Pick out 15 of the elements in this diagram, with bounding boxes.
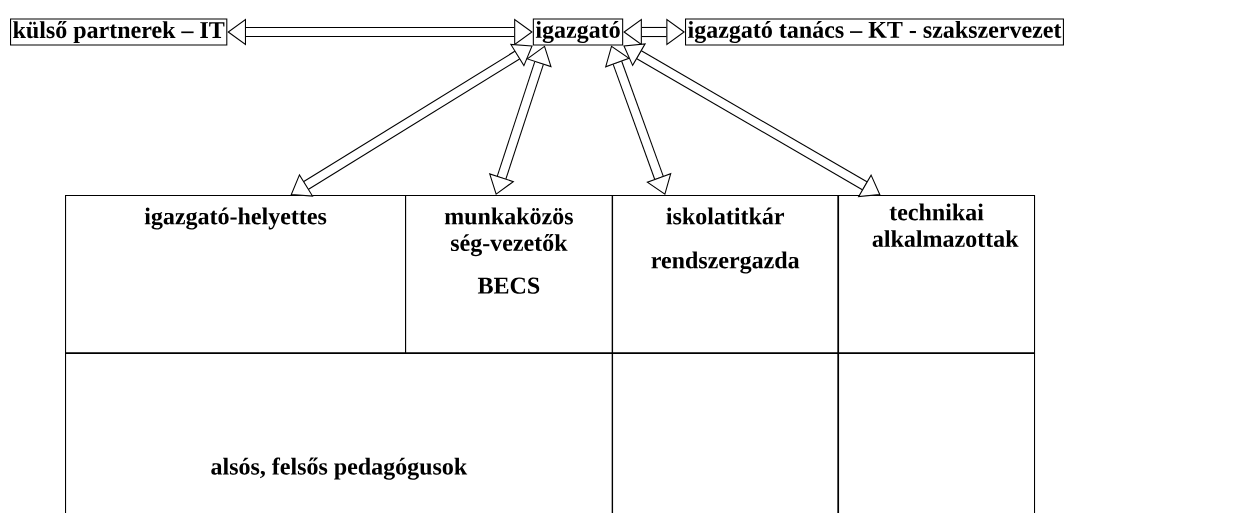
double-arrow bbox=[604, 45, 672, 195]
table-cell bbox=[612, 353, 839, 513]
table-cell: igazgató-helyettes bbox=[65, 195, 407, 354]
label-box: igazgató tanács – KT - szakszervezet bbox=[685, 18, 1064, 46]
double-arrow bbox=[290, 43, 533, 197]
double-arrow bbox=[623, 18, 685, 46]
table-cell: alsós, felsős pedagógusok bbox=[65, 353, 613, 513]
double-arrow bbox=[227, 18, 533, 46]
double-arrow bbox=[623, 43, 881, 198]
label-box: külső partnerek – IT bbox=[10, 18, 228, 46]
table-cell: technikai alkalmazottak bbox=[838, 195, 1036, 354]
table-cell bbox=[838, 353, 1036, 513]
table-cell: munkaközös ség-vezetők BECS bbox=[405, 195, 613, 354]
table-cell: iskolatitkár rendszergazda bbox=[612, 195, 839, 354]
label-box: igazgató bbox=[532, 18, 624, 46]
